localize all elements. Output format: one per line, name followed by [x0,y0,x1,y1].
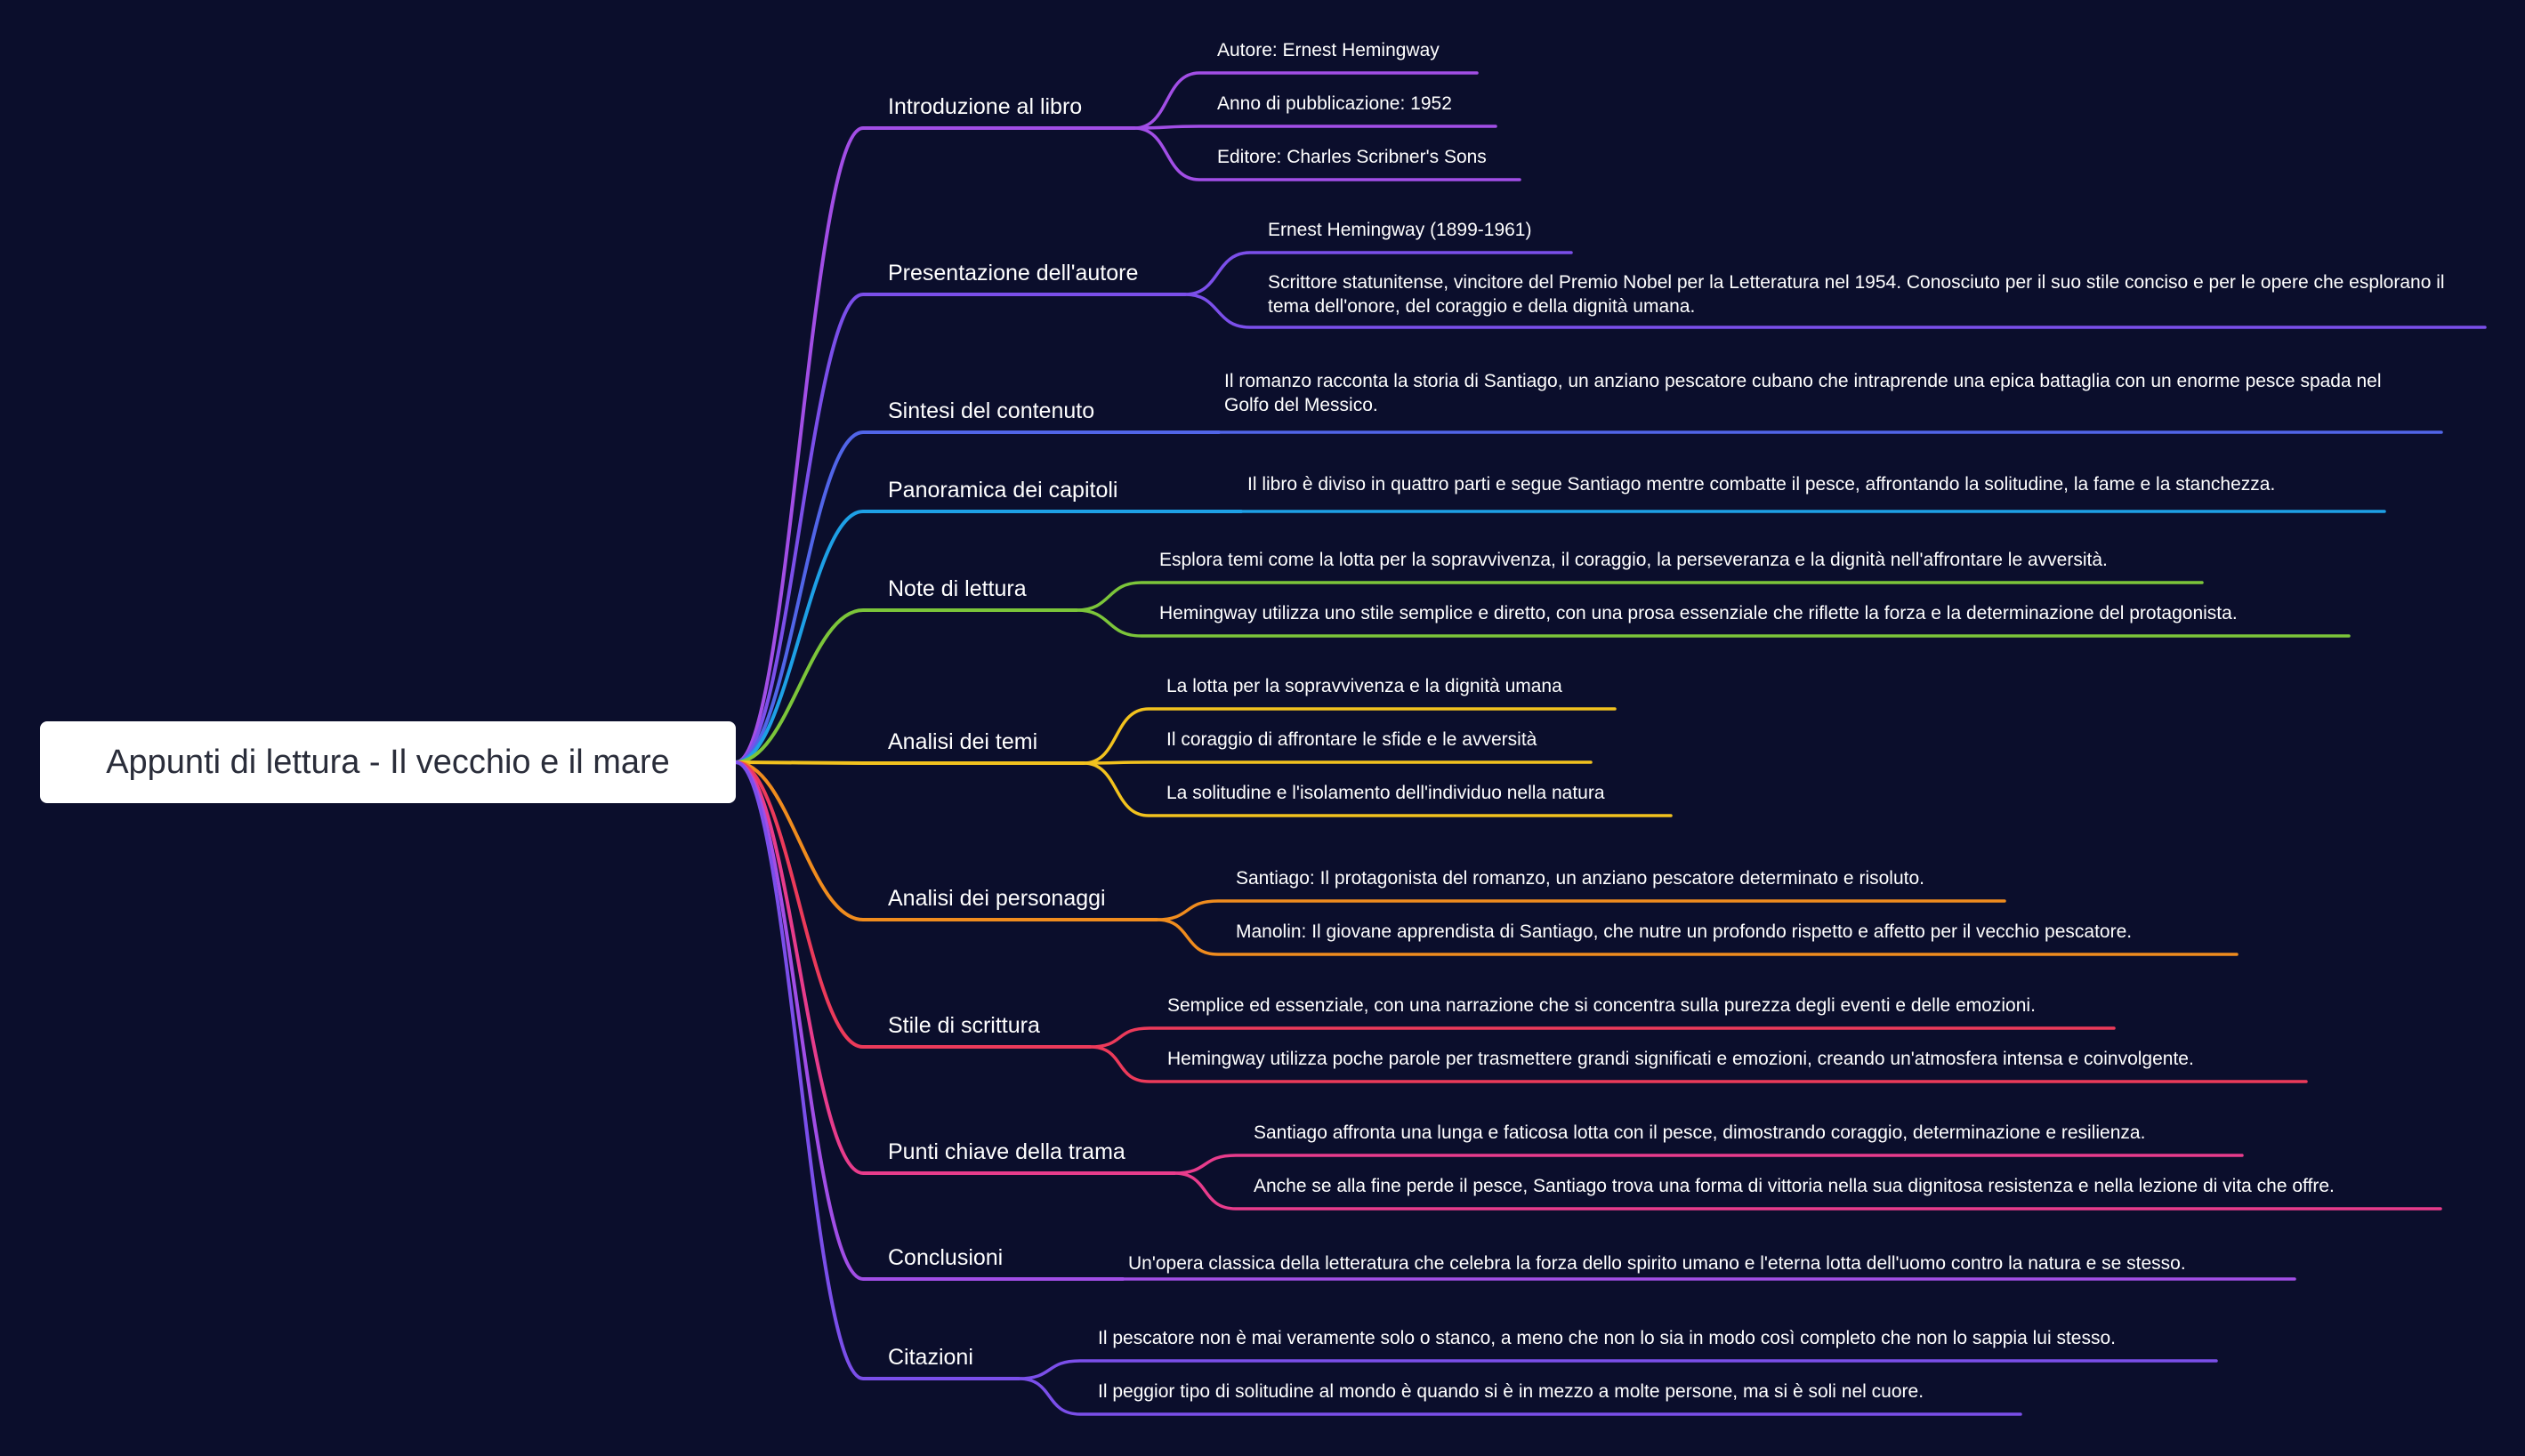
leaf-connector [1075,581,2204,612]
branch-label[interactable]: Conclusioni [888,1245,1004,1270]
branch-connector [734,293,1187,764]
branch-connector [734,760,1020,1380]
leaf-label[interactable]: Un'opera classica della letteratura che … [1128,1253,2186,1274]
leaf-label[interactable]: Hemingway utilizza poche parole per tras… [1167,1049,2194,1069]
leaf-connector [1183,251,1573,296]
leaf-connector [1155,918,2239,956]
leaf-label[interactable]: Santiago: Il protagonista del romanzo, u… [1236,868,1924,889]
leaf-connector [1183,293,2487,329]
branch-label[interactable]: Sintesi del contenuto [888,398,1095,423]
root-node[interactable]: Appunti di lettura - Il vecchio e il mar… [40,721,736,803]
leaf-connector [1082,760,1593,765]
branch-label[interactable]: Panoramica dei capitoli [888,478,1118,503]
leaf-connector [1173,1171,2442,1211]
leaf-connector [1133,126,1521,181]
leaf-label[interactable]: Ernest Hemingway (1899-1961) [1268,220,1532,240]
branch-connector [734,430,1221,764]
leaf-label[interactable]: Anno di pubblicazione: 1952 [1217,93,1452,114]
leaf-label[interactable]: La solitudine e l'isolamento dell'indivi… [1166,783,1605,803]
branch-label[interactable]: Analisi dei temi [888,729,1038,754]
root-node-label: Appunti di lettura - Il vecchio e il mar… [106,743,670,781]
leaf-label[interactable]: Editore: Charles Scribner's Sons [1217,147,1487,167]
leaf-label[interactable]: Esplora temi come la lotta per la soprav… [1159,550,2108,570]
branch-connector [734,760,1092,1049]
leaf-label[interactable]: Santiago affronta una lunga e faticosa l… [1254,1122,2146,1143]
leaf-connector [1017,1377,2022,1416]
leaf-label[interactable]: Semplice ed essenziale, con una narrazio… [1167,995,2036,1016]
leaf-label[interactable]: Autore: Ernest Hemingway [1217,40,1440,60]
branch-label[interactable]: Analisi dei personaggi [888,886,1106,911]
leaf-label[interactable]: La lotta per la sopravvivenza e la digni… [1166,676,1562,696]
branch-connector [734,760,1158,921]
leaf-label[interactable]: Il peggior tipo di solitudine al mondo è… [1098,1381,1924,1402]
leaf-connector [1155,899,2006,921]
leaf-connector [1088,1026,2116,1049]
leaf-connector [1133,125,1497,130]
leaf-label[interactable]: Scrittore statunitense, vincitore del Pr… [1268,272,2445,317]
leaf-label[interactable]: Il pescatore non è mai veramente solo o … [1098,1328,2116,1348]
branch-connector [734,608,1078,764]
leaf-connector [1017,1359,2218,1380]
leaf-connector [1075,608,2351,638]
leaf-connector [1082,761,1673,817]
leaf-label[interactable]: Il coraggio di affrontare le sfide e le … [1166,729,1537,750]
branch-connector [734,510,1243,764]
branch-label[interactable]: Stile di scrittura [888,1013,1040,1038]
leaf-connector [1088,1045,2308,1083]
leaf-label[interactable]: Il romanzo racconta la storia di Santiag… [1224,371,2382,415]
branch-connector [734,126,1136,764]
leaf-connector [1173,1154,2244,1175]
leaf-label[interactable]: Manolin: Il giovane apprendista di Santi… [1236,921,2133,942]
leaf-label[interactable]: Anche se alla fine perde il pesce, Santi… [1254,1176,2335,1196]
leaf-connector [1133,71,1479,130]
branch-connector [734,760,1085,765]
leaf-label[interactable]: Il libro è diviso in quattro parti e seg… [1247,474,2276,495]
branch-label[interactable]: Introduzione al libro [888,94,1083,119]
branch-label[interactable]: Citazioni [888,1345,973,1370]
branch-label[interactable]: Presentazione dell'autore [888,261,1139,286]
branch-connector [734,760,1176,1175]
leaf-label[interactable]: Hemingway utilizza uno stile semplice e … [1159,603,2238,623]
branch-label[interactable]: Punti chiave della trama [888,1139,1125,1164]
leaf-connector [1082,707,1617,765]
branch-label[interactable]: Note di lettura [888,576,1027,601]
